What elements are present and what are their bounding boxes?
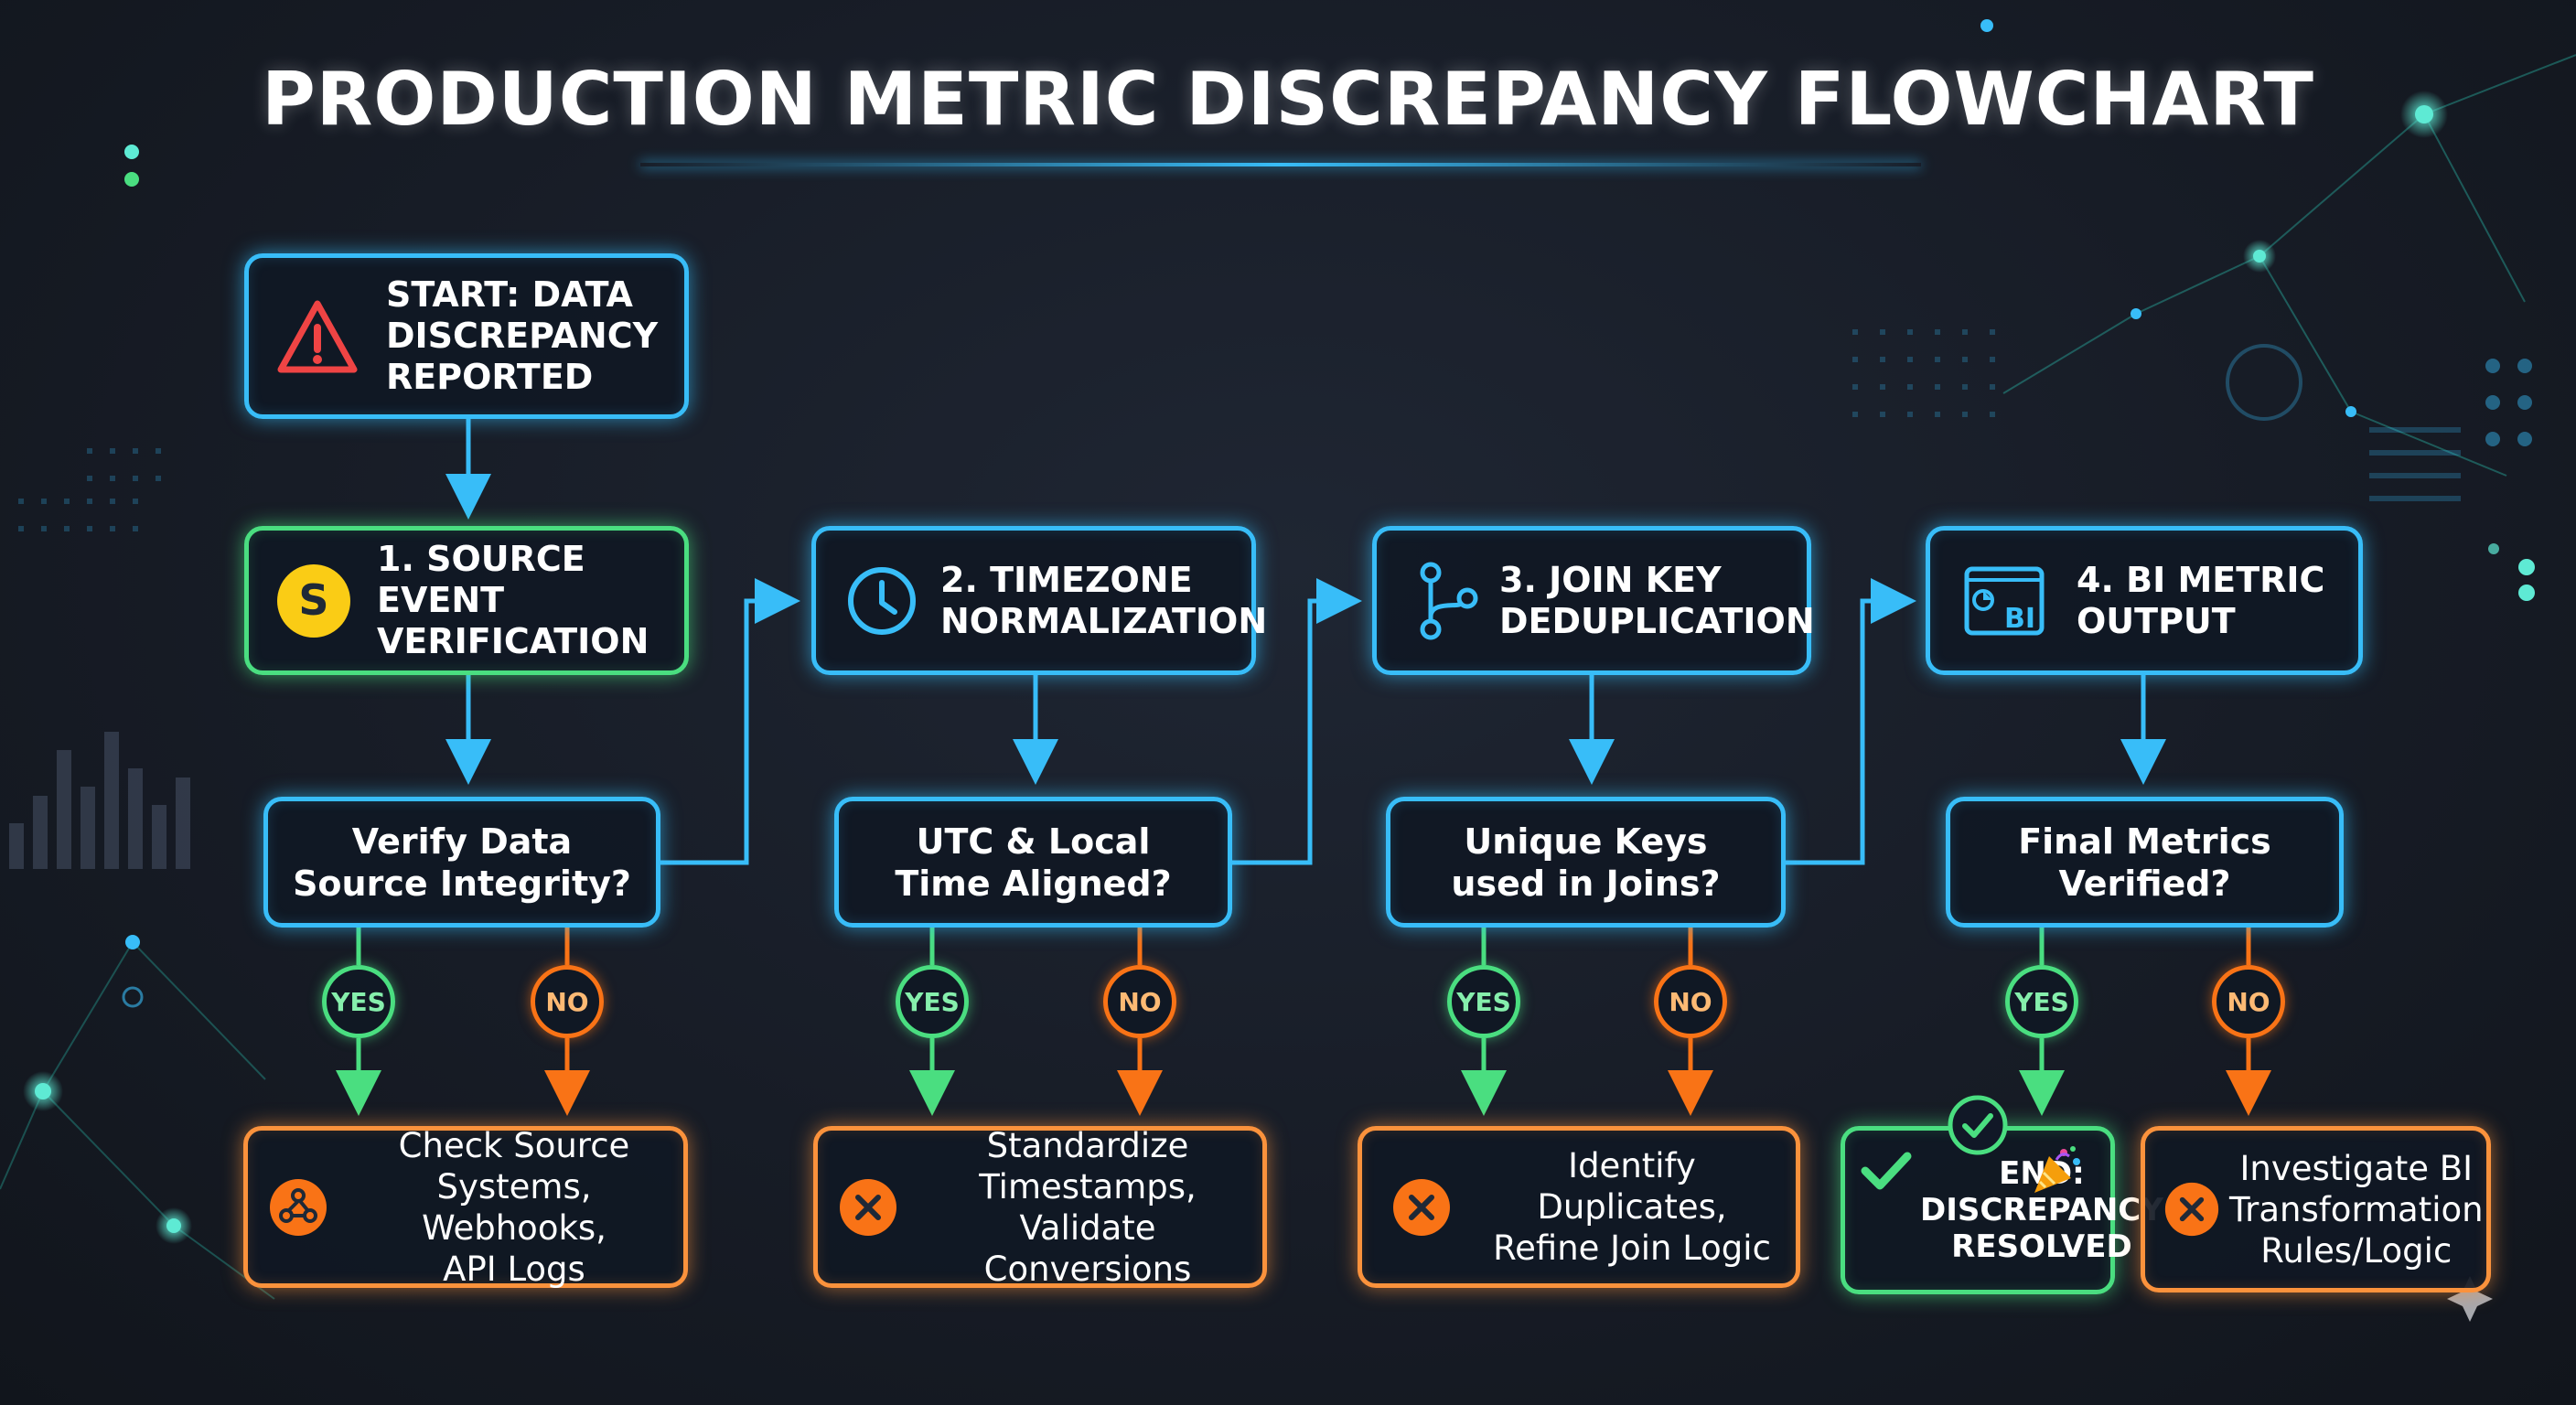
- webhook-icon: [268, 1177, 328, 1238]
- step-1-label: 1. SOURCE EVENT VERIFICATION: [377, 539, 649, 661]
- action-3-label: Identify Duplicates, Refine Join Logic: [1493, 1146, 1771, 1268]
- action-4-label: Investigate BI Transformation Rules/Logi…: [2229, 1148, 2484, 1271]
- yes-badge-1: YES: [322, 965, 395, 1038]
- party-popper-icon: [2029, 1143, 2084, 1198]
- svg-text:BI: BI: [2004, 603, 2035, 635]
- question-1-node: Verify Data Source Integrity?: [263, 797, 660, 928]
- action-1-node: Check Source Systems, Webhooks, API Logs: [243, 1125, 688, 1289]
- question-4-label: Final Metrics Verified?: [2018, 820, 2271, 904]
- question-2-node: UTC & Local Time Aligned?: [834, 797, 1232, 928]
- no-badge-2: NO: [1103, 965, 1176, 1038]
- title-underline: [640, 163, 1921, 166]
- arrow-q2-to-step3: [1232, 578, 1362, 865]
- x-circle-icon: [1391, 1177, 1452, 1238]
- action-4-node: Investigate BI Transformation Rules/Logi…: [2141, 1126, 2491, 1292]
- question-2-label: UTC & Local Time Aligned?: [895, 820, 1172, 904]
- x-circle-icon: [838, 1177, 898, 1238]
- arrow-q3-to-step4: [1786, 578, 1916, 865]
- action-1-label: Check Source Systems, Webhooks, API Logs: [398, 1125, 630, 1289]
- start-node: START: DATA DISCREPANCY REPORTED: [244, 253, 689, 419]
- step-3-node: 3. JOIN KEY DEDUPLICATION: [1372, 526, 1815, 675]
- source-s-icon: S: [274, 562, 353, 640]
- no-badge-3: NO: [1654, 965, 1727, 1038]
- question-3-label: Unique Keys used in Joins?: [1451, 820, 1721, 904]
- x-circle-icon: [2163, 1181, 2220, 1238]
- yes-badge-4: YES: [2005, 965, 2078, 1038]
- no-badge-4: NO: [2212, 965, 2285, 1038]
- page-title: PRODUCTION METRIC DISCREPANCY FLOWCHART: [262, 57, 2314, 142]
- question-4-node: Final Metrics Verified?: [1946, 797, 2344, 928]
- checkmark-icon: [1860, 1149, 1913, 1193]
- step-4-node: BI 4. BI METRIC OUTPUT: [1926, 526, 2363, 675]
- step-3-label: 3. JOIN KEY DEDUPLICATION: [1499, 559, 1815, 641]
- end-node: END: DISCREPANCY RESOLVED: [1841, 1126, 2163, 1294]
- clock-icon: [845, 564, 918, 638]
- end-label: END: DISCREPANCY RESOLVED: [1920, 1155, 2163, 1265]
- check-circle-icon: [1947, 1094, 2009, 1156]
- action-2-label: Standardize Timestamps, Validate Convers…: [979, 1125, 1197, 1289]
- no-badge-1: NO: [531, 965, 604, 1038]
- question-3-node: Unique Keys used in Joins?: [1386, 797, 1786, 928]
- action-3-node: Identify Duplicates, Refine Join Logic: [1358, 1126, 1800, 1288]
- yes-badge-3: YES: [1447, 965, 1520, 1038]
- yes-badge-2: YES: [896, 965, 969, 1038]
- question-1-label: Verify Data Source Integrity?: [293, 820, 631, 904]
- step-1-node: S 1. SOURCE EVENT VERIFICATION: [244, 526, 689, 675]
- arrow-q1-to-step2: [660, 578, 800, 865]
- branch-icon: [1417, 560, 1481, 642]
- start-label: START: DATA DISCREPANCY REPORTED: [386, 274, 659, 397]
- step-2-label: 2. TIMEZONE NORMALIZATION: [940, 559, 1268, 641]
- warning-triangle-icon: [276, 298, 359, 375]
- bi-dashboard-icon: BI: [1963, 565, 2045, 637]
- action-2-node: Standardize Timestamps, Validate Convers…: [813, 1125, 1267, 1289]
- step-2-node: 2. TIMEZONE NORMALIZATION: [811, 526, 1267, 675]
- step-4-label: 4. BI METRIC OUTPUT: [2077, 559, 2325, 641]
- svg-text:S: S: [298, 575, 328, 625]
